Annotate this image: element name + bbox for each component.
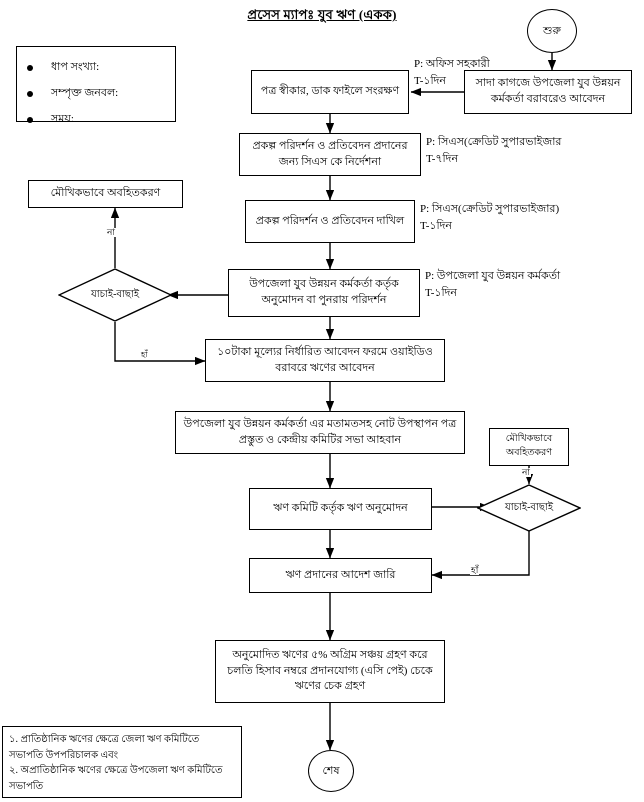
node-label: মৌখিকভাবে অবহিতকরণ [50, 187, 161, 200]
legend-item-label: সম্পৃক্ত জনবল: [51, 87, 119, 99]
annotation-person: P: উপজেলা যুব উন্নয়ন কর্মকর্তা [425, 270, 561, 282]
node-cheque-receive: অনুমোদিত ঋণের ৫% অগ্রিম সঞ্চয় গ্রহণ করে… [215, 640, 445, 703]
legend-box: ধাপ সংখ্যা: সম্পৃক্ত জনবল: সময়: [16, 46, 176, 125]
node-submit-report: প্রকল্প পরিদর্শন ও প্রতিবেদন দাখিল [245, 200, 415, 243]
edge-label-right-no: না [521, 467, 531, 477]
node-label: যাচাই-বাছাই [90, 288, 140, 300]
node-verify-left: যাচাই-বাছাই [58, 268, 172, 322]
edge-label-right-yes: হাঁ [470, 565, 480, 575]
footnote-line-1: ১. প্রাতিষ্ঠানিক ঋণের ক্ষেত্রে জেলা ঋণ ক… [9, 734, 200, 761]
node-start: শুরু [527, 9, 577, 53]
node-note-presentation: উপজেলা যুব উন্নয়ন কর্মকর্তা এর মতামতসহ … [175, 411, 465, 454]
annotation-time: T-১দিন [425, 286, 458, 299]
node-label: ঋণ কমিটি কর্তৃক ঋণ অনুমোদন [273, 502, 408, 515]
node-label: অনুমোদিত ঋণের ৫% অগ্রিম সঞ্চয় গ্রহণ করে… [227, 648, 433, 693]
legend-item-label: সময়: [51, 113, 74, 125]
legend-item-step-count: ধাপ সংখ্যা: [27, 58, 165, 77]
page-title: প্রসেস ম্যাপঃ যুব ঋণ (একক) [247, 7, 397, 22]
node-end-label: শেষ [322, 764, 340, 777]
edge-label-left-no: না [106, 227, 116, 237]
node-label: ঋণ প্রদানের আদেশ জারি [285, 568, 396, 581]
legend-item-time: সময়: [27, 110, 165, 129]
bullet-icon [27, 64, 33, 71]
annotation-time: T-৭দিন [426, 152, 459, 165]
edge-label-left-yes: হাঁ [140, 350, 149, 359]
node-loan-committee-approval: ঋণ কমিটি কর্তৃক ঋণ অনুমোদন [249, 488, 432, 530]
node-instruct-cs: প্রকল্প পরিদর্শন ও প্রতিবেদন প্রদানের জন… [239, 133, 421, 176]
node-label: প্রকল্প পরিদর্শন ও প্রতিবেদন প্রদানের জন… [252, 139, 408, 168]
node-loan-order: ঋণ প্রদানের আদেশ জারি [249, 558, 432, 593]
node-label: উপজেলা যুব উন্নয়ন কর্মকর্তা কর্তৃক অনুম… [249, 278, 399, 306]
node-verbal-notify-right: মৌখিকভাবে অবহিতকরণ [489, 428, 569, 466]
node-uyo-approval: উপজেলা যুব উন্নয়ন কর্মকর্তা কর্তৃক অনুম… [228, 269, 420, 317]
annotation-time: T-১দিন [420, 219, 453, 232]
node-label: উপজেলা যুব উন্নয়ন কর্মকর্তা এর মতামতসহ … [183, 417, 457, 446]
annotation-letter-receive: P: অফিস সহকারী T-১দিন [414, 56, 490, 89]
node-letter-receive: পত্র স্বীকার, ডাক ফাইলে সংরক্ষণ [251, 70, 409, 114]
node-application-form: ১০টাকা মূল্যের নির্ধারিত আবেদন ফরমে ওয়া… [205, 339, 445, 382]
bullet-icon [27, 90, 33, 97]
annotation-person: P: অফিস সহকারী [414, 58, 490, 70]
node-application-white-paper: সাদা কাগজে উপজেলা যুব উন্নয়ন কর্মকর্তা … [464, 70, 632, 114]
annotation-uyo-approval: P: উপজেলা যুব উন্নয়ন কর্মকর্তা T-১দিন [425, 268, 560, 301]
annotation-instruct-cs: P: সিএস(ক্রেডিট সুপারভাইজার T-৭দিন [426, 134, 561, 167]
annotation-time: T-১দিন [414, 74, 447, 87]
legend-item-personnel: সম্পৃক্ত জনবল: [27, 84, 165, 103]
node-label: সাদা কাগজে উপজেলা যুব উন্নয়ন কর্মকর্তা … [475, 77, 621, 105]
annotation-submit-report: P: সিএস(ক্রেডিট সুপারভাইজার) T-১দিন [420, 201, 559, 234]
node-label: মৌখিকভাবে অবহিতকরণ [505, 434, 553, 458]
node-label: যাচাই-বাছাই [504, 501, 554, 513]
node-label: প্রকল্প পরিদর্শন ও প্রতিবেদন দাখিল [255, 214, 405, 227]
annotation-person: P: সিএস(ক্রেডিট সুপারভাইজার) [420, 203, 560, 215]
bullet-icon [27, 116, 33, 123]
annotation-person: P: সিএস(ক্রেডিট সুপারভাইজার [426, 136, 562, 148]
node-end: শেষ [308, 750, 354, 792]
legend-item-label: ধাপ সংখ্যা: [51, 61, 100, 73]
footnote-line-2: ২. অপ্রাতিষ্ঠানিক ঋণের ক্ষেত্রে উপজেলা ঋ… [9, 765, 223, 792]
node-label: পত্র স্বীকার, ডাক ফাইলে সংরক্ষণ [260, 85, 400, 98]
node-label: ১০টাকা মূল্যের নির্ধারিত আবেদন ফরমে ওয়া… [217, 345, 433, 374]
node-verify-right: যাচাই-বাছাই [477, 484, 581, 532]
node-start-label: শুরু [543, 24, 561, 37]
node-verbal-notify-left: মৌখিকভাবে অবহিতকরণ [28, 180, 183, 208]
footnote-box: ১. প্রাতিষ্ঠানিক ঋণের ক্ষেত্রে জেলা ঋণ ক… [2, 726, 242, 798]
